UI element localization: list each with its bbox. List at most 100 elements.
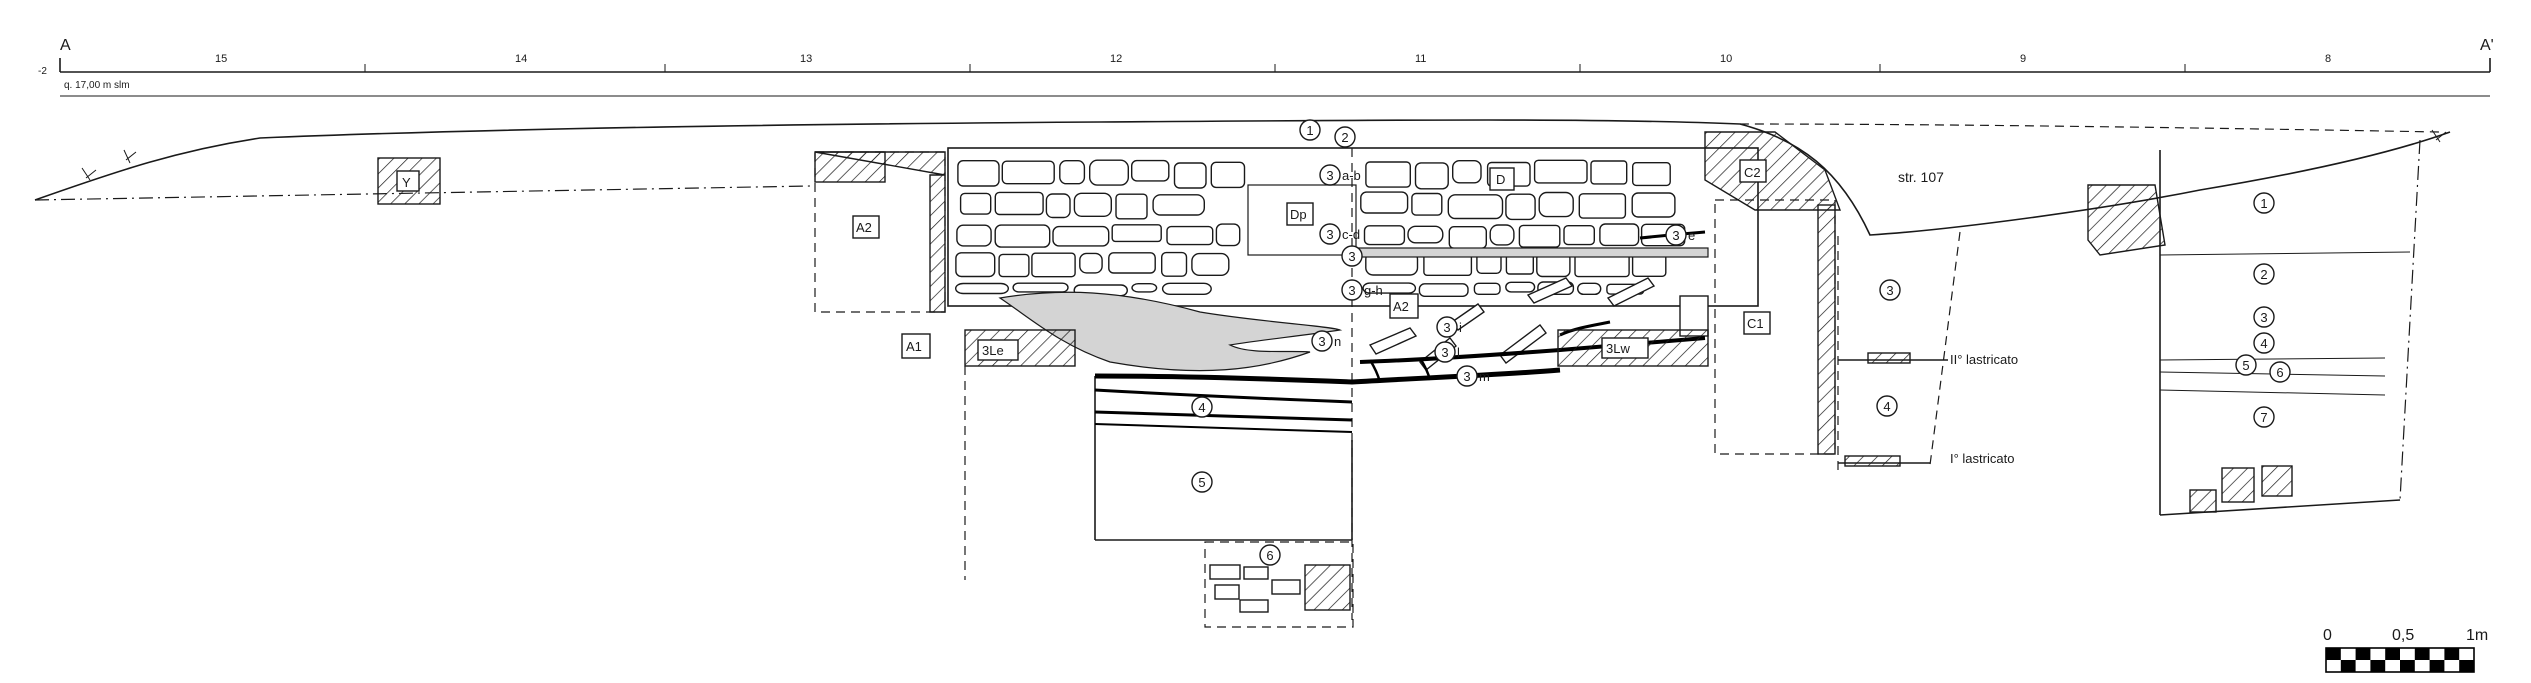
scale-bar-frame <box>2325 647 2475 673</box>
slab <box>1526 277 1574 304</box>
unit-marker-suffix: m <box>1479 369 1490 384</box>
y-label: Y <box>402 175 411 190</box>
scale-label-end: 1m <box>2466 627 2488 644</box>
stone-block <box>1362 282 1417 294</box>
unit-marker-number: 3 <box>1318 334 1325 349</box>
grey-deposit-3n <box>998 291 1343 372</box>
stone-block <box>1599 223 1640 247</box>
dp-label-box <box>1286 202 1314 226</box>
reference-mark: -2 <box>38 66 47 77</box>
stone-block <box>1045 193 1071 219</box>
grid-label-11: 11 <box>1415 53 1426 65</box>
scale-bar-segment <box>2400 660 2415 672</box>
c2-label-box <box>1739 159 1767 183</box>
scale-bar-segment <box>2355 648 2371 660</box>
unit-marker-circle <box>1191 396 1213 418</box>
stone-block <box>1505 193 1536 221</box>
unit-marker-number: 3 <box>1326 168 1333 183</box>
unit-marker-circle <box>1876 395 1898 417</box>
unit6-cut <box>1204 541 1354 628</box>
stone <box>1243 566 1269 580</box>
unit-marker-circle <box>1334 126 1356 148</box>
stone-block <box>959 192 992 215</box>
stone-block <box>1059 159 1086 185</box>
a1-label-box <box>901 333 931 359</box>
stone <box>1214 584 1240 600</box>
layer-line <box>1094 410 1353 422</box>
stone <box>1209 564 1241 580</box>
unit-marker-circle <box>1319 223 1341 245</box>
surface-mark <box>123 149 137 164</box>
le3-label-box <box>977 339 1019 361</box>
unit-marker-suffix: e <box>1688 228 1695 243</box>
unit-marker-number: 3 <box>1463 369 1470 384</box>
unit-marker-number: 3 <box>2260 310 2267 325</box>
unit-marker-number: 1 <box>1306 123 1313 138</box>
unit6-stones <box>1209 564 1351 613</box>
stone-block <box>1115 193 1148 220</box>
c2-label: C2 <box>1744 165 1761 180</box>
unit6-hatch <box>1304 564 1351 611</box>
slab <box>1499 324 1547 364</box>
unit-marker-circle <box>1299 119 1321 141</box>
stone-block <box>955 282 1010 295</box>
stone-block <box>1173 162 1207 189</box>
unit-marker-number: 3 <box>1443 320 1450 335</box>
stone-block <box>956 224 992 247</box>
unit-marker-circle <box>2253 406 2275 428</box>
c1-label: C1 <box>1747 316 1764 331</box>
a2-center-label-box <box>1389 293 1419 319</box>
stone-block <box>998 253 1030 278</box>
stone-block <box>1631 161 1671 187</box>
stone-block <box>1111 224 1162 243</box>
surface-mark <box>2431 129 2447 143</box>
grid-label-8: 8 <box>2325 53 2331 65</box>
stone-block <box>1210 161 1246 189</box>
scale-bar-segment <box>2370 660 2386 672</box>
unit-marker-suffix: l <box>1457 345 1460 360</box>
far-layer <box>2159 389 2386 396</box>
unit-marker-number: 4 <box>2260 336 2267 351</box>
ground-surface-line <box>34 119 2451 236</box>
stone-block <box>1447 194 1504 220</box>
le3-label: 3Le <box>982 343 1004 358</box>
y-label-box <box>396 170 420 192</box>
unit-marker-number: 4 <box>1883 399 1890 414</box>
unit-marker-suffix: n <box>1334 334 1341 349</box>
lw3-label: 3Lw <box>1606 341 1630 356</box>
unit-marker-suffix: a-b <box>1342 168 1361 183</box>
unit-marker-circle <box>1311 330 1333 352</box>
stone-block <box>1505 281 1536 293</box>
lw3-label-box <box>1601 337 1649 359</box>
scale-label-0: 0 <box>2323 627 2332 644</box>
unit-marker-number: 3 <box>1348 283 1355 298</box>
grid-ticks <box>364 64 2186 72</box>
stone-block <box>1160 251 1188 277</box>
stone <box>2221 467 2255 503</box>
unit-marker-number: 4 <box>1198 400 1205 415</box>
stone-block <box>1473 282 1501 295</box>
stone-block <box>1191 252 1230 277</box>
stone-block <box>1108 252 1156 274</box>
slab <box>1606 277 1656 307</box>
dp-label: Dp <box>1290 207 1307 222</box>
unit-marker-circle <box>1434 341 1456 363</box>
unit-marker-circle <box>1665 224 1687 246</box>
scale-bar-segments <box>2326 648 2474 672</box>
far-layer <box>2159 251 2411 256</box>
unit-marker-circle <box>1456 365 1478 387</box>
stone-block <box>1423 253 1473 276</box>
a2-left-label: A2 <box>856 220 872 235</box>
unit-marker-number: 3 <box>1672 228 1679 243</box>
stone <box>2261 465 2293 497</box>
stone-block <box>994 191 1044 216</box>
unit-marker-suffix: i <box>1459 320 1462 335</box>
grid-label-9: 9 <box>2020 53 2026 65</box>
surface-mark <box>81 167 97 181</box>
heavy-layer-3m <box>1094 367 1561 385</box>
stone-block <box>1088 159 1129 186</box>
unit-marker-number: 6 <box>2276 365 2283 380</box>
scale-label-mid: 0,5 <box>2392 627 2414 644</box>
c1-wall-hatch <box>1817 204 1836 455</box>
unit-marker-number: 2 <box>1341 130 1348 145</box>
